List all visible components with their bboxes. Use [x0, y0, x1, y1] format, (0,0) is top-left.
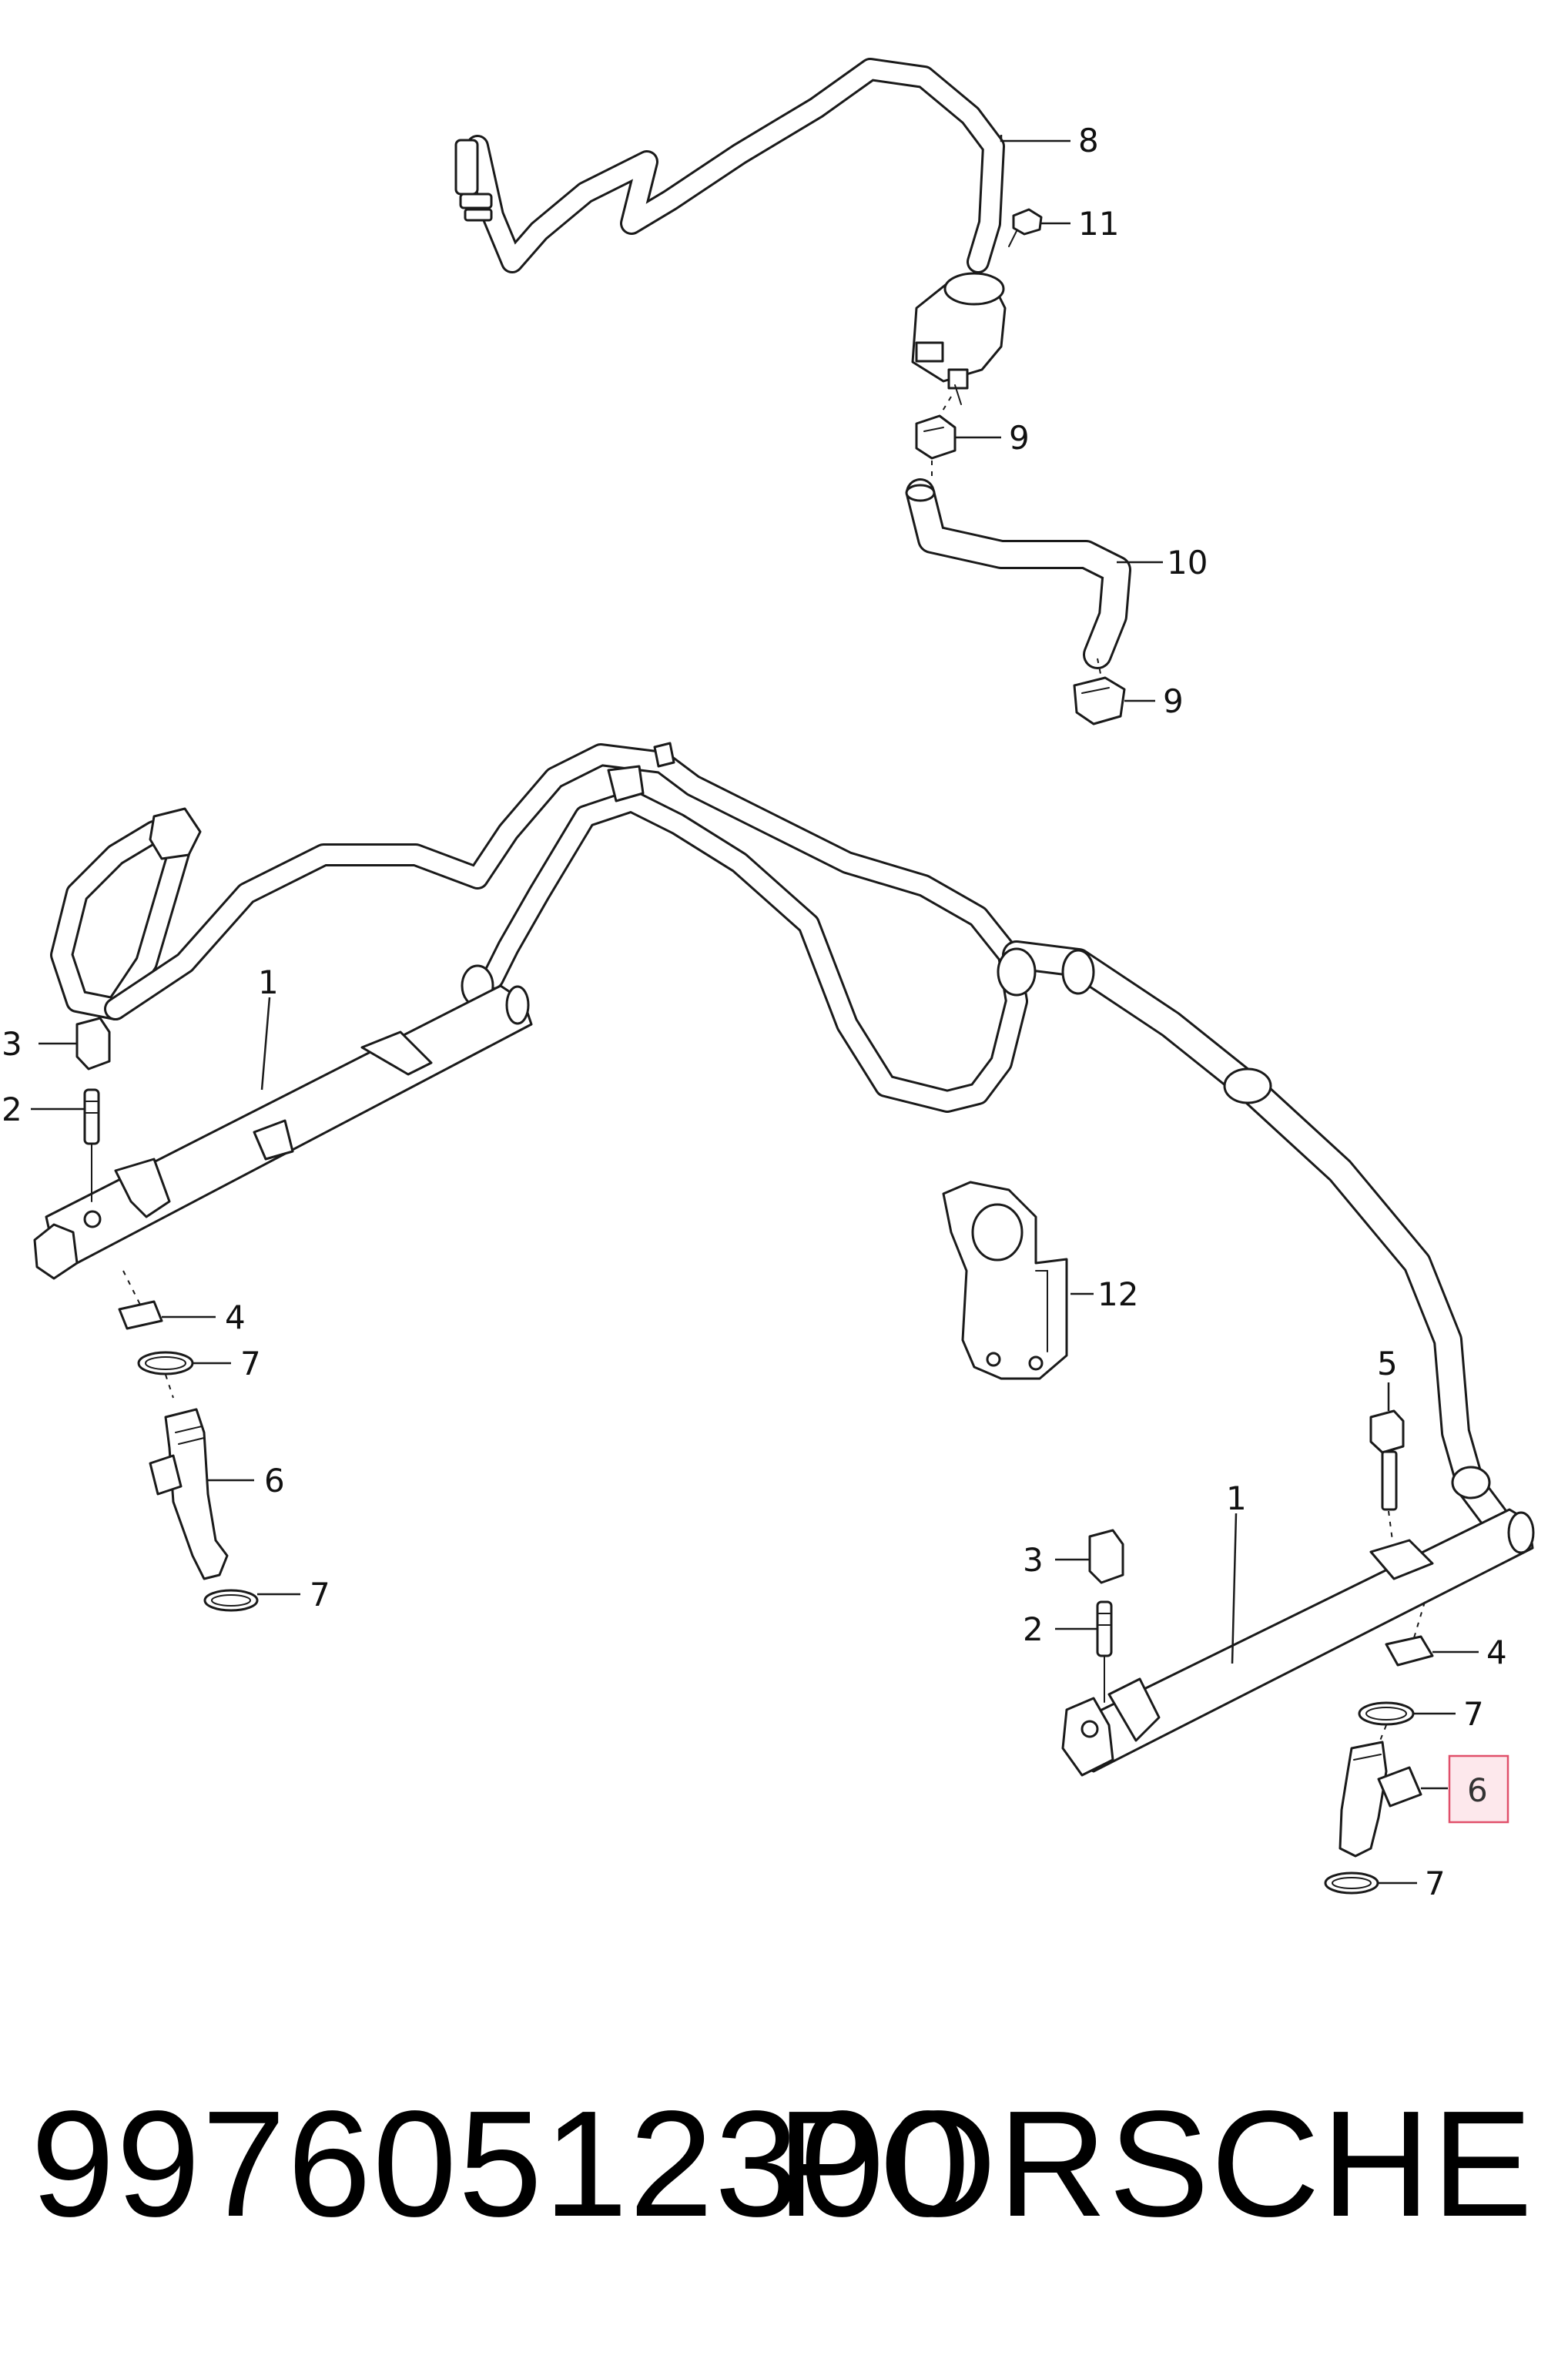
valve-part-2-left — [83, 1088, 100, 1202]
callout-2-right: 2 — [1023, 1610, 1044, 1648]
brand-name: PORSCHE — [776, 2079, 1534, 2248]
callout-3-right: 3 — [1023, 1541, 1044, 1579]
crossover-fuel-lines — [50, 742, 1509, 1532]
callout-7-right-upper: 7 — [1463, 1695, 1484, 1733]
fitting-part-3-right — [1088, 1529, 1124, 1584]
clamp-part-9-lower — [1073, 658, 1126, 725]
o-ring-part-7-right-upper — [1358, 1701, 1415, 1745]
callout-9-lower: 9 — [1163, 682, 1184, 720]
fitting-part-3-left — [75, 1017, 111, 1071]
clip-part-4-left — [118, 1270, 163, 1330]
callout-2-left: 2 — [2, 1091, 22, 1128]
injector-part-6-right — [1338, 1741, 1422, 1858]
screw-part-11 — [1008, 208, 1043, 247]
bracket-part-12 — [942, 1181, 1068, 1380]
fuel-rail-left-part-1 — [33, 984, 533, 1280]
callout-4-right: 4 — [1486, 1634, 1507, 1671]
callout-1-left: 1 — [258, 963, 279, 1001]
fuel-rail-right-part-1 — [1061, 1508, 1535, 1777]
o-ring-part-7-left-lower — [203, 1589, 259, 1612]
callout-7-right-lower: 7 — [1425, 1865, 1446, 1902]
bolt-part-5 — [1369, 1409, 1405, 1541]
callout-10: 10 — [1167, 544, 1208, 581]
callout-7-left-lower: 7 — [310, 1576, 330, 1613]
callout-4-left: 4 — [225, 1298, 246, 1336]
leader-lines — [31, 135, 1479, 1885]
exploded-parts-diagram: 8 11 9 10 9 1 3 2 4 7 6 7 12 5 1 3 2 4 7… — [2, 58, 1535, 1902]
callout-8: 8 — [1078, 122, 1099, 159]
part-number: 99760512300 — [31, 2079, 972, 2248]
clamp-part-9-upper — [915, 396, 957, 481]
callout-12: 12 — [1097, 1275, 1138, 1313]
callout-11: 11 — [1078, 205, 1119, 243]
hose-part-10 — [905, 478, 1131, 669]
o-ring-part-7-right-lower — [1324, 1871, 1379, 1895]
footer: 99760512300 PORSCHE — [0, 2079, 1568, 2280]
callout-labels: 8 11 9 10 9 1 3 2 4 7 6 7 12 5 1 3 2 4 7… — [2, 122, 1509, 1902]
callout-9-upper: 9 — [1009, 419, 1030, 457]
callout-7-left-upper: 7 — [240, 1345, 261, 1382]
callout-5: 5 — [1377, 1345, 1398, 1382]
highlighted-callout-6[interactable]: 6 — [1448, 1754, 1509, 1824]
purge-valve — [911, 272, 1007, 405]
callout-3-left: 3 — [2, 1025, 22, 1063]
injector-part-6-left — [149, 1408, 229, 1580]
vent-line-part-8 — [454, 58, 1005, 273]
callout-6-left: 6 — [264, 1462, 285, 1499]
callout-1-right: 1 — [1226, 1479, 1247, 1517]
valve-part-2-right — [1096, 1600, 1113, 1703]
callout-6-right: 6 — [1467, 1771, 1488, 1809]
o-ring-part-7-left-upper — [137, 1351, 194, 1399]
clip-part-4-right — [1385, 1601, 1434, 1667]
